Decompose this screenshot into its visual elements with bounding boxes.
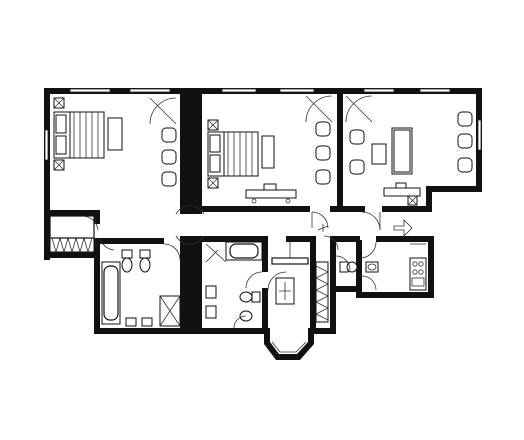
nightstand-lamp-icon (207, 177, 219, 189)
nightstand-lamp-icon (53, 97, 65, 109)
wardrobe-icon (49, 215, 95, 254)
bedroom-center (207, 95, 333, 204)
shower-icon (159, 295, 181, 327)
bay-window-room (264, 328, 314, 360)
bathroom-center (205, 241, 263, 329)
bench-icon (261, 135, 275, 169)
nightstand-lamp-icon (207, 119, 219, 131)
living-room-right (345, 95, 473, 231)
sofa-icon (391, 127, 413, 175)
bed-icon (53, 111, 105, 159)
wc-right (335, 255, 358, 273)
kitchenette-right (361, 243, 427, 291)
toilet-icon (239, 291, 261, 303)
hallway (267, 242, 329, 323)
desk-icon (245, 183, 297, 199)
sink-icon (365, 261, 379, 273)
bedroom-left (53, 97, 177, 187)
sink-icon (125, 317, 153, 327)
toilet-icon (139, 249, 151, 273)
armchair-icon (349, 111, 473, 175)
stove-icon (409, 257, 427, 291)
armchair-icon (315, 121, 331, 185)
armchair-icon (161, 127, 177, 187)
nightstand-lamp-icon (407, 195, 418, 206)
bed-icon (207, 131, 259, 177)
outer-walls (44, 88, 482, 334)
sink-icon (205, 285, 217, 319)
windows (44, 88, 482, 161)
toilet-icon (121, 249, 133, 273)
light-icon (251, 198, 291, 204)
nightstand-lamp-icon (53, 159, 65, 171)
bathtub-icon (101, 261, 121, 325)
bathtub-icon (225, 241, 263, 261)
coffee-table-icon (371, 143, 387, 165)
bathroom-left (101, 243, 181, 327)
bench-icon (107, 117, 123, 151)
desk-icon (383, 182, 421, 197)
wardrobe-icon (315, 261, 329, 323)
toilet-icon (339, 261, 358, 273)
